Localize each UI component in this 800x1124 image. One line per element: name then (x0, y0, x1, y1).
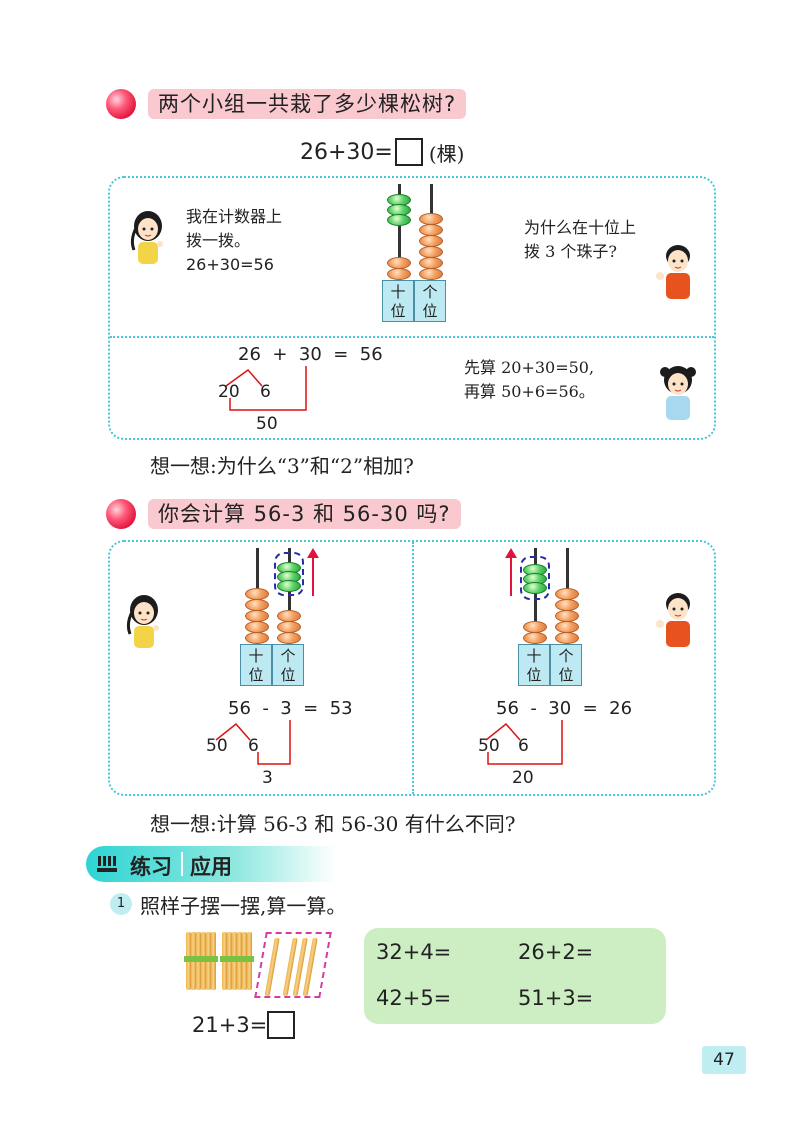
question-banner-2: 你会计算 56-3 和 56-30 吗? (148, 499, 461, 529)
abacus-left: 十 位 个 位 (238, 548, 328, 688)
explain-line2: 再算 50+6=56。 (464, 382, 595, 401)
example-equation: 21+3= (192, 1010, 296, 1040)
left-split-lines (215, 720, 291, 765)
bundle-2 (220, 932, 254, 996)
example-answer-box[interactable] (267, 1011, 296, 1039)
up-arrow-2-icon (510, 556, 512, 596)
question-ball-icon (106, 89, 136, 119)
question-banner-1: 两个小组一共栽了多少棵松树? (148, 89, 467, 119)
demo-box-1 (108, 176, 716, 440)
boy-speech-line2: 拨 3 个珠子? (524, 242, 617, 261)
exercise-box: 32+4= 26+2= 42+5= 51+3= (364, 928, 666, 1024)
left-split-a: 50 (206, 736, 228, 756)
girl-avatar-icon (130, 211, 163, 264)
tens-label: 十 位 (382, 280, 414, 322)
practice-tab: 练习 应用 (86, 846, 336, 882)
partial-sum: 50 (256, 414, 278, 434)
think-2: 想一想:计算 56-3 和 56-30 有什么不同? (150, 812, 516, 836)
exercise-3[interactable]: 42+5= (376, 986, 452, 1010)
pencil-icon (97, 856, 117, 872)
answer-box[interactable] (394, 138, 423, 166)
ones-label-2: 个 位 (272, 644, 304, 686)
girl-avatar-3-icon (126, 595, 159, 648)
right-result: 20 (512, 768, 534, 788)
abacus-right: 十 位 个 位 (500, 548, 590, 688)
left-result: 3 (262, 768, 273, 788)
example-equation-text: 21+3= (192, 1013, 268, 1037)
right-expression: 56 - 30 = 26 (496, 698, 633, 719)
practice-label: 练习 (130, 855, 172, 879)
think-1: 想一想:为什么“3”和“2”相加? (150, 454, 414, 478)
boy-avatar-icon (656, 245, 690, 299)
boy-avatar-2-icon (656, 593, 690, 647)
tens-label-3: 十 位 (518, 644, 550, 686)
item-number-badge: 1 (110, 893, 132, 915)
ones-label-3: 个 位 (550, 644, 582, 686)
item-number: 1 (116, 896, 126, 911)
boy-speech-line1: 为什么在十位上 (524, 218, 637, 237)
instruction: 照样子摆一摆,算一算。 (140, 894, 347, 918)
split-b: 6 (260, 382, 271, 402)
left-split-b: 6 (248, 736, 259, 756)
calc-expression: 26 + 30 = 56 (238, 344, 383, 365)
divider (110, 336, 714, 338)
explain-line1: 先算 20+30=50, (464, 358, 595, 377)
question-ball-2-icon (106, 499, 136, 529)
ones-label: 个 位 (414, 280, 446, 322)
demo-box-2 (108, 540, 716, 796)
page-number: 47 (702, 1046, 746, 1074)
right-split-a: 50 (478, 736, 500, 756)
girl-speech-line3: 26+30=56 (186, 255, 274, 274)
loose-sticks-box (254, 932, 332, 998)
abacus: 十 位 个 位 (380, 184, 450, 324)
explain-text: 先算 20+30=50, 再算 50+6=56。 (464, 356, 595, 404)
equation-left: 26+30= (300, 139, 393, 165)
split-lines (225, 366, 307, 411)
exercise-1[interactable]: 32+4= (376, 940, 452, 964)
highlight-dashed-2 (520, 556, 550, 600)
girl-speech-line1: 我在计数器上 (186, 207, 283, 226)
girl-avatar-2-icon (660, 366, 696, 420)
tens-label-2: 十 位 (240, 644, 272, 686)
application-label: 应用 (190, 855, 232, 879)
left-expression: 56 - 3 = 53 (228, 698, 353, 719)
main-equation: 26+30= (棵) (300, 136, 464, 168)
highlight-dashed (274, 552, 304, 596)
question-text: 两个小组一共栽了多少棵松树? (158, 92, 457, 116)
boy-speech: 为什么在十位上 拨 3 个珠子? (524, 216, 636, 264)
girl-speech: 我在计数器上 拨一拨。 26+30=56 (186, 205, 282, 277)
split-a: 20 (218, 382, 240, 402)
right-split-b: 6 (518, 736, 529, 756)
girl-speech-line2: 拨一拨。 (186, 231, 251, 250)
exercise-2[interactable]: 26+2= (518, 940, 594, 964)
equation-unit: (棵) (428, 141, 465, 166)
stick-bundles (182, 932, 332, 1000)
bundle-1 (184, 932, 218, 996)
question-text-2: 你会计算 56-3 和 56-30 吗? (158, 502, 451, 526)
right-split-lines (485, 720, 563, 765)
vertical-divider (412, 542, 414, 794)
exercise-4[interactable]: 51+3= (518, 986, 594, 1010)
up-arrow-icon (312, 556, 314, 596)
